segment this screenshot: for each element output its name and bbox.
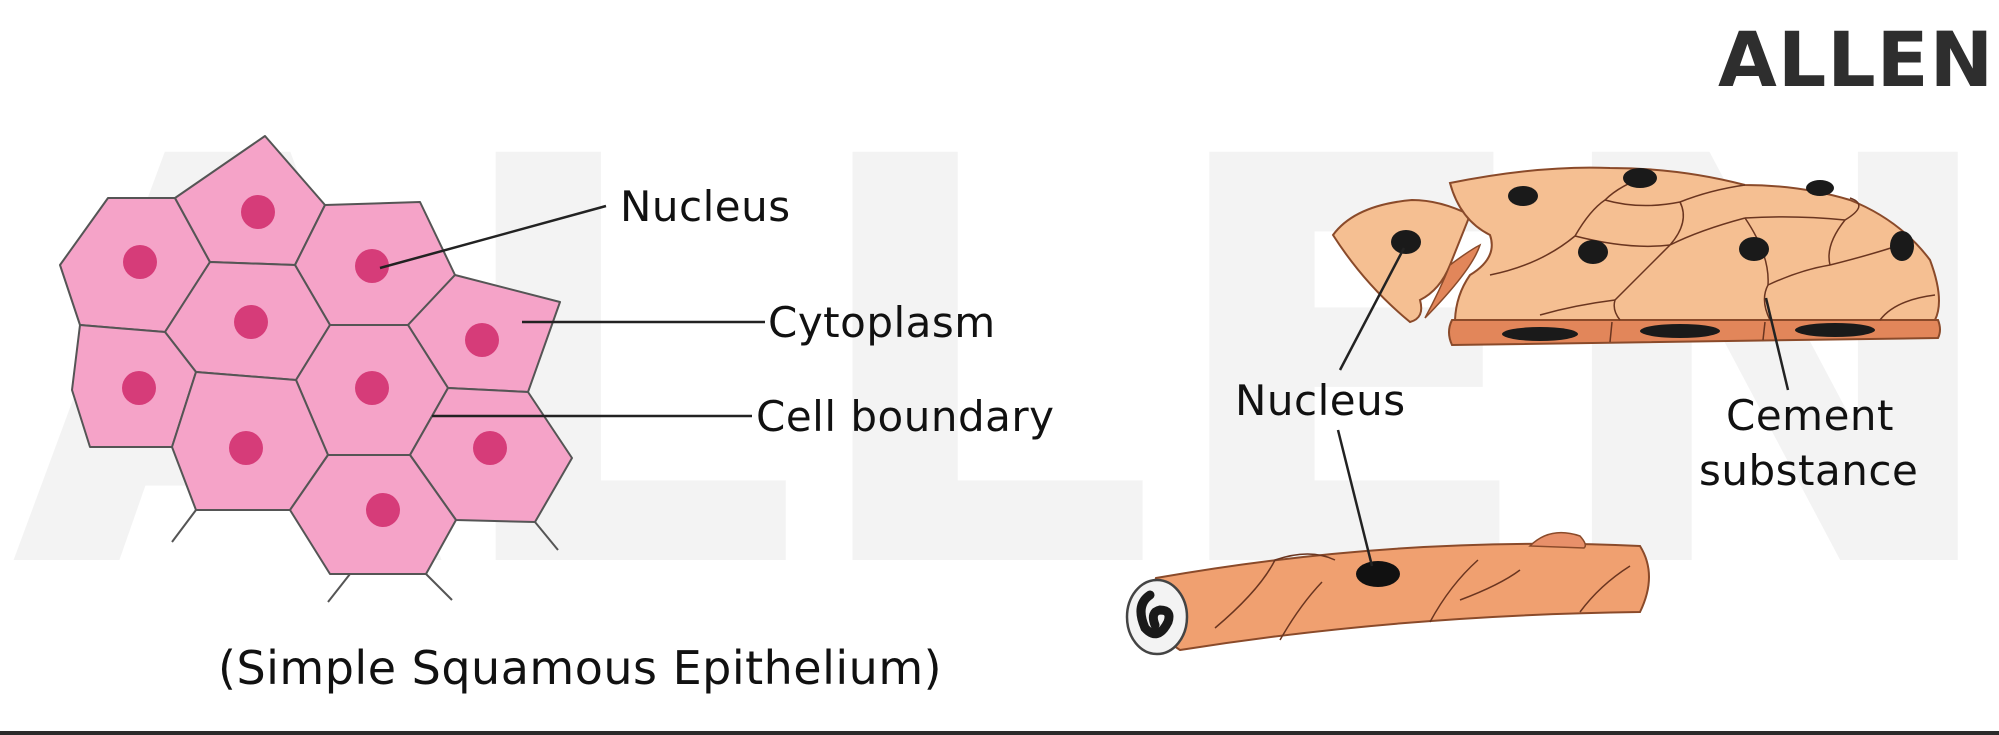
nucleus-dot bbox=[234, 305, 268, 339]
cytoplasm-label: Cytoplasm bbox=[768, 298, 996, 347]
right-nucleus-label: Nucleus bbox=[1235, 376, 1406, 425]
tube-cell-diagram bbox=[1125, 531, 1650, 656]
nucleus-dot bbox=[229, 431, 263, 465]
nucleus-leader-line-upper bbox=[1338, 247, 1406, 371]
sheet-nuclei bbox=[1508, 168, 1914, 264]
nucleus-dot bbox=[1578, 240, 1608, 264]
nucleus-dot bbox=[1890, 231, 1914, 261]
nucleus-dot bbox=[1640, 324, 1720, 338]
nucleus-dot bbox=[355, 371, 389, 405]
nucleus-dot bbox=[1795, 323, 1875, 337]
nucleus-leader-line-lower bbox=[1336, 429, 1374, 567]
allen-logo: ALLEN bbox=[1718, 15, 1995, 104]
nucleus-dot bbox=[465, 323, 499, 357]
cement-label-line2: substance bbox=[1699, 446, 1919, 495]
nucleus-dot bbox=[1806, 180, 1834, 196]
nucleus-dot bbox=[123, 245, 157, 279]
detached-cell-side bbox=[1424, 243, 1482, 319]
cement-label-line1: Cement bbox=[1726, 391, 1895, 440]
tube-bump bbox=[1528, 531, 1587, 549]
cell-nuclei bbox=[122, 195, 507, 527]
nucleus-dot bbox=[473, 431, 507, 465]
tube-body bbox=[1150, 542, 1650, 652]
nucleus-dot bbox=[366, 493, 400, 527]
nucleus-dot bbox=[1391, 230, 1421, 254]
side-face-nuclei bbox=[1502, 323, 1875, 341]
nucleus-dot bbox=[122, 371, 156, 405]
right-leader-lines bbox=[1336, 247, 1790, 567]
cell-tails bbox=[171, 509, 559, 603]
nucleus-dot bbox=[1508, 186, 1538, 206]
nucleus-label: Nucleus bbox=[620, 182, 791, 231]
tube-cell-boundaries bbox=[1214, 553, 1631, 641]
nucleus-dot bbox=[1623, 168, 1657, 188]
tube-nucleus bbox=[1356, 561, 1400, 587]
side-face-boundaries bbox=[1609, 321, 1766, 343]
nucleus-dot bbox=[241, 195, 275, 229]
nucleus-dot bbox=[1739, 237, 1769, 261]
sheet-top-surface bbox=[1448, 166, 1940, 321]
tube-end-mark bbox=[1136, 590, 1174, 639]
bottom-divider bbox=[0, 731, 1999, 735]
cell-sheet-diagram bbox=[1331, 166, 1941, 347]
cell-boundary-label: Cell boundary bbox=[756, 392, 1055, 441]
left-leader-lines bbox=[379, 204, 765, 418]
nucleus-leader-line bbox=[379, 204, 607, 270]
diagram-caption: (Simple Squamous Epithelium) bbox=[218, 641, 943, 695]
cement-leader-line bbox=[1764, 297, 1790, 391]
nucleus-dot bbox=[355, 249, 389, 283]
nucleus-dot bbox=[1502, 327, 1578, 341]
